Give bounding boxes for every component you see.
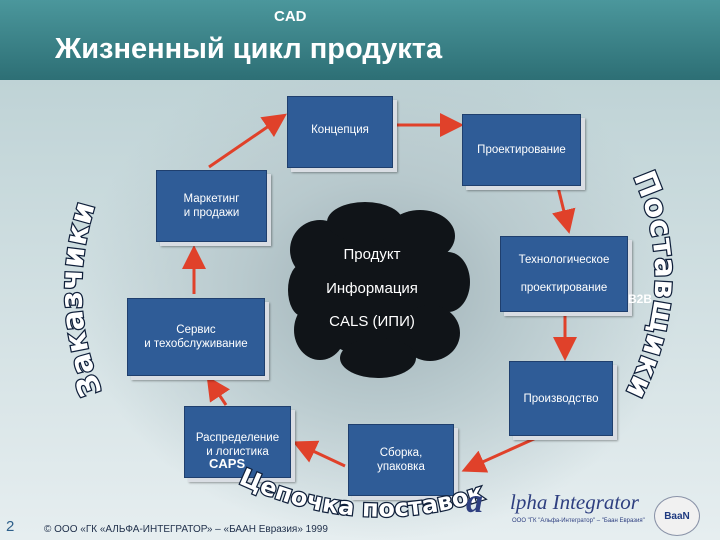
box-concept: Концепция: [287, 96, 393, 168]
svg-text:Поставщики: Поставщики: [618, 166, 682, 405]
cloud-line-information: Информация: [326, 280, 418, 297]
arrow-production-assembly: [461, 436, 537, 473]
caps-label: CAPS: [209, 456, 246, 471]
arrow-design-tech: [552, 186, 576, 234]
suppliers-label: Поставщики: [617, 165, 683, 406]
page-number: 2: [6, 518, 15, 535]
arrow-marketing-concept: [208, 113, 287, 169]
box-design: Проектирование: [462, 114, 581, 186]
b2b-label: B2B: [628, 292, 653, 306]
box-design-label: Проектирование: [477, 144, 566, 156]
svg-text:Цепочка поставок: Цепочка поставок: [236, 463, 488, 523]
baan-seal-logo: BaaN: [654, 496, 700, 536]
box-tech-design: Технологическое проектирование: [500, 236, 628, 312]
box-assembly: Сборка, упаковка: [348, 424, 454, 496]
logo-initial: a: [466, 483, 483, 520]
cloud-line-product: Продукт: [343, 246, 401, 263]
box-service-label: Сервис и техобслуживание: [144, 324, 248, 350]
slide-title: Жизненный цикл продукта: [55, 33, 443, 65]
arrow-distribution-service: [206, 376, 230, 406]
box-marketing: Маркетинг и продажи: [156, 170, 267, 242]
cad-label: CAD: [274, 8, 307, 25]
svg-text:Заказчики: Заказчики: [54, 197, 109, 401]
box-distribution: Распределение и логистика: [184, 406, 291, 478]
box-production: Производство: [509, 361, 613, 436]
header-bar: [0, 0, 720, 80]
box-production-label: Производство: [523, 392, 599, 405]
box-assembly-label: Сборка, упаковка: [377, 447, 425, 473]
footer-copyright: © ООО «ГК «АЛЬФА-ИНТЕГРАТОР» – «БААН Евр…: [44, 524, 328, 535]
box-service: Сервис и техобслуживание: [127, 298, 265, 376]
box-marketing-label: Маркетинг и продажи: [183, 193, 240, 219]
box-concept-label: Концепция: [311, 124, 369, 136]
box-distribution-label: Распределение и логистика: [195, 432, 280, 458]
logo-subtitle: ООО "ГК "Альфа-Интегратор" – "Баан Евраз…: [512, 518, 645, 524]
customers-label: Заказчики: [53, 196, 109, 403]
arrow-assembly-distribution: [292, 440, 346, 468]
box-tech-design-label: Технологическое проектирование: [518, 254, 610, 294]
logo-brand: lpha Integrator: [510, 490, 639, 514]
cloud-line-cals: CALS (ИПИ): [329, 313, 415, 330]
supply-chain-label: Цепочка поставок: [234, 462, 488, 524]
